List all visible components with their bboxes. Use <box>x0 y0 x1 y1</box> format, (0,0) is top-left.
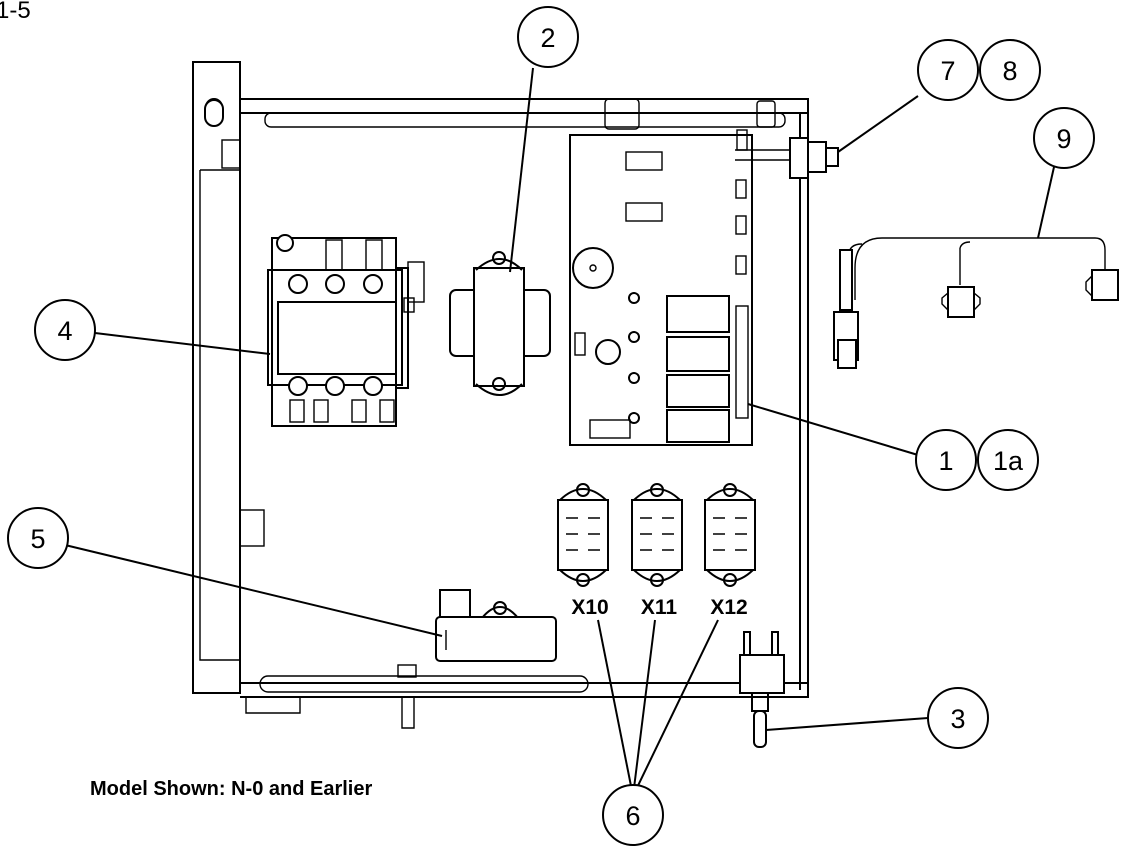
contactor <box>267 234 425 427</box>
relay-x11 <box>631 483 683 587</box>
model-caption: Model Shown: N-0 and Earlier <box>90 778 372 800</box>
relay-label-x10: X10 <box>571 596 608 619</box>
svg-text:5: 5 <box>30 524 45 554</box>
relay-label-x12: X12 <box>710 596 747 619</box>
callout-7: 8 <box>979 39 1041 101</box>
control-board <box>569 129 790 446</box>
svg-text:9: 9 <box>1056 124 1071 154</box>
transformer <box>449 251 551 396</box>
svg-text:2: 2 <box>540 23 555 53</box>
svg-text:6: 6 <box>625 801 640 831</box>
relay-x12 <box>704 483 756 587</box>
terminal-plug <box>789 137 839 179</box>
relay-label-x11: X11 <box>641 596 678 619</box>
callout-4: 4 <box>34 299 96 361</box>
callout-1: 1 <box>915 429 977 491</box>
svg-text:3: 3 <box>950 704 965 734</box>
callout-9: 9 <box>1033 107 1095 169</box>
corner-label: 1-5 <box>0 0 31 24</box>
callout-3: 3 <box>927 687 989 749</box>
enclosure <box>192 61 809 729</box>
wire-harness <box>833 237 1119 369</box>
callout-8: 6 <box>602 784 664 846</box>
svg-text:7: 7 <box>940 56 955 86</box>
switch <box>739 631 785 748</box>
svg-text:4: 4 <box>57 316 72 346</box>
svg-text:1a: 1a <box>993 446 1024 476</box>
svg-text:8: 8 <box>1002 56 1017 86</box>
callout-5: 5 <box>7 507 69 569</box>
callout-2: 2 <box>517 6 579 68</box>
svg-text:1: 1 <box>938 446 953 476</box>
callout-6: 7 <box>917 39 979 101</box>
filter-capacitor <box>435 589 557 662</box>
relay-x10 <box>557 483 609 587</box>
callout-1a: 1a <box>977 429 1039 491</box>
